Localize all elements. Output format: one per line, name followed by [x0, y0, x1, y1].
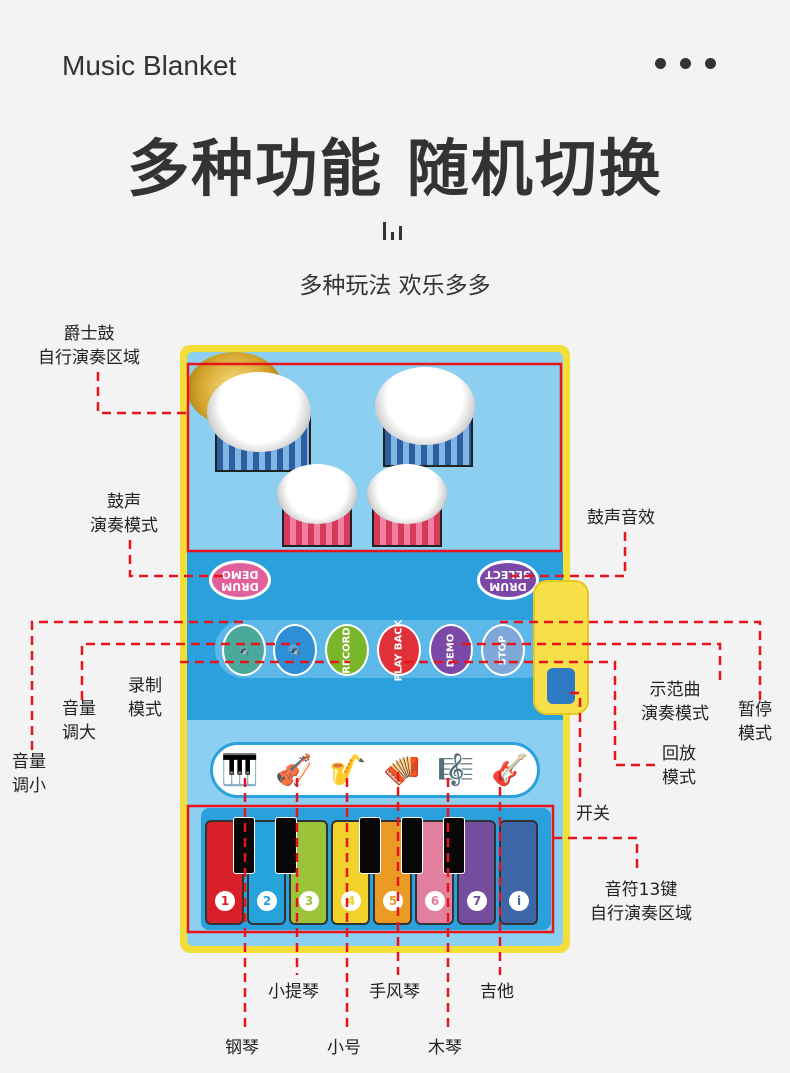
- drum-large-right: [375, 367, 475, 445]
- demo-button[interactable]: DEMO: [429, 624, 473, 676]
- violin-icon[interactable]: 🎻: [275, 752, 313, 788]
- guitar-icon[interactable]: 🎸: [491, 752, 529, 788]
- label-jazz-drum: 爵士鼓自行演奏区域: [38, 324, 140, 368]
- key-number: 1: [215, 891, 235, 911]
- line-stop: [500, 620, 762, 700]
- label-vol-up: 音量调大: [62, 699, 96, 743]
- xylophone-icon[interactable]: 🎼: [437, 752, 475, 788]
- line-drum-mode: [128, 540, 225, 578]
- line-playback: [400, 660, 655, 767]
- label-drum-mode: 鼓声演奏模式: [90, 492, 158, 536]
- playback-button[interactable]: PLAY BACK: [377, 619, 421, 681]
- label-record: 录制模式: [128, 676, 162, 720]
- line-vol-down: [30, 620, 245, 750]
- line-demo: [455, 642, 722, 680]
- subheadline: 多种玩法 欢乐多多: [299, 273, 491, 299]
- instrument-selector: 🎹 🎻 🎷 🪗 🎼 🎸: [210, 742, 540, 798]
- accordion-icon[interactable]: 🪗: [383, 752, 421, 788]
- brand-title: Music Blanket: [62, 50, 237, 81]
- key-number: 2: [257, 891, 277, 911]
- label-keys13: 音符13键自行演奏区域: [590, 880, 692, 924]
- volume-up-button[interactable]: 🔊: [273, 624, 317, 676]
- drum-small-right: [367, 464, 447, 524]
- keys-area-box: [186, 804, 555, 934]
- label-playback: 回放模式: [662, 744, 696, 788]
- line-keys13: [553, 836, 639, 870]
- key-number: 7: [467, 891, 487, 911]
- piano-key[interactable]: i: [499, 820, 538, 925]
- label-stop: 暂停模式: [738, 700, 772, 744]
- stop-button[interactable]: STOP: [481, 624, 525, 676]
- black-key[interactable]: [401, 817, 423, 874]
- music-mat: DRUM DEMO DRUM SELECT 🔉 🔊 RECORD PLAY BA…: [180, 345, 570, 953]
- label-guitar: 吉他: [480, 982, 514, 1002]
- label-trumpet: 小号: [327, 1038, 361, 1058]
- label-violin: 小提琴: [268, 982, 319, 1002]
- black-key[interactable]: [359, 817, 381, 874]
- power-switch[interactable]: [547, 668, 575, 704]
- line-jazz-drum: [96, 372, 188, 415]
- label-power: 开关: [576, 804, 610, 824]
- key-number: 6: [425, 891, 445, 911]
- drum-large-left: [207, 372, 311, 452]
- audio-bars-icon: [383, 222, 402, 240]
- piano-icon[interactable]: 🎹: [221, 752, 259, 788]
- volume-down-button[interactable]: 🔉: [222, 624, 266, 676]
- label-xylophone: 木琴: [428, 1038, 462, 1058]
- line-power: [570, 691, 582, 800]
- label-piano: 钢琴: [225, 1038, 259, 1058]
- key-number: i: [509, 891, 529, 911]
- record-button[interactable]: RECORD: [325, 624, 369, 676]
- headline: 多种功能 随机切换: [127, 132, 663, 205]
- key-number: 3: [299, 891, 319, 911]
- line-drum-effect: [505, 532, 627, 578]
- line-vol-up: [80, 642, 300, 700]
- drum-small-left: [277, 464, 357, 524]
- label-vol-down: 音量调小: [12, 752, 46, 796]
- drum-area-box: [186, 362, 563, 553]
- label-accordion: 手风琴: [369, 982, 420, 1002]
- label-demo: 示范曲演奏模式: [641, 680, 709, 724]
- power-unit: [533, 580, 589, 715]
- more-dots-icon[interactable]: [655, 58, 716, 69]
- label-drum-effect: 鼓声音效: [587, 508, 655, 528]
